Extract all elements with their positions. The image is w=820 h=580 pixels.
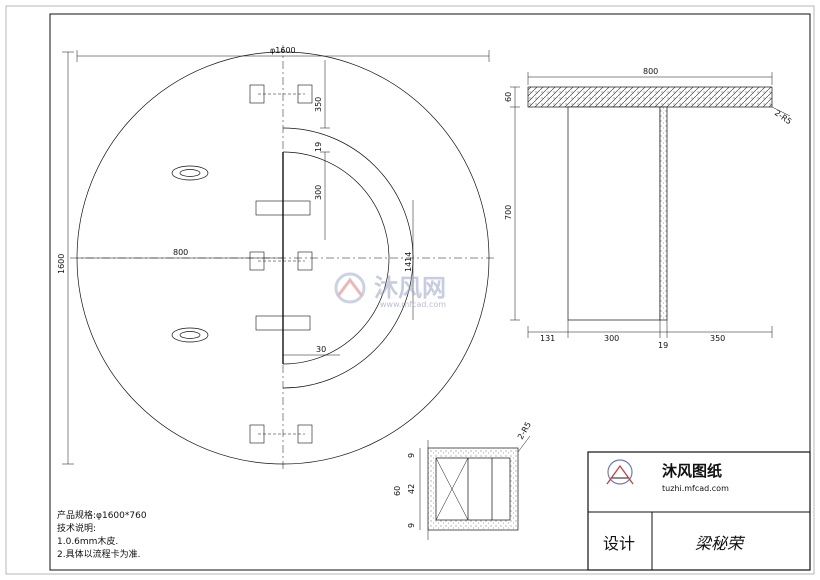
design-label: 设计 [603,534,636,553]
detail-dim-9-top: 9 [407,453,416,458]
side-dim-131: 131 [540,334,555,343]
dim-350: 350 [314,97,323,112]
top-view [62,45,496,470]
side-dim-700: 700 [504,205,513,220]
side-dim-19: 19 [658,341,668,350]
note-heading: 技术说明: [57,524,97,534]
brand-name: 沐风图纸 [662,462,723,480]
side-view [510,72,791,338]
brand-logo [606,459,634,485]
grommet-top [171,165,209,181]
side-dim-800: 800 [643,67,658,76]
base-inner-arc [282,151,390,365]
dim-arc-1414: 1414 [404,252,413,272]
grommet-bottom [171,327,209,343]
side-dim-350: 350 [710,334,725,343]
detail-dim-42: 42 [407,484,416,494]
note-line-1: 1.0.6mm木皮. [57,537,119,547]
detail-view [419,435,531,540]
side-dim-60: 60 [504,92,513,102]
dim-30: 30 [316,345,326,354]
dim-diameter: φ1600 [270,46,296,55]
watermark-logo [334,272,366,304]
brand-url: tuzhi.mfcad.com [662,484,729,493]
designer-name: 梁秘荣 [695,534,744,553]
watermark-url: www.mfcad.com [380,300,446,309]
inner-border [49,13,811,571]
dim-radius-800: 800 [173,248,188,257]
side-body [567,106,661,321]
side-panel [659,106,668,321]
detail-dim-60: 60 [393,486,402,496]
outer-border [5,5,815,575]
watermark-text: 沐风网 [374,274,446,302]
side-dim-300: 300 [604,334,619,343]
side-dim-edge: 2-R5 [773,108,793,126]
detail-inner [435,457,511,521]
side-top-panel [527,86,773,108]
detail-dim-9-bottom: 9 [407,523,416,528]
title-block [587,451,811,571]
fitting-plates [249,84,313,444]
detail-dim-edge: 2-R5 [516,420,533,441]
note-line-2: 2.具体以流程卡为准. [57,550,141,560]
dim-300: 300 [314,185,323,200]
dim-19: 19 [314,142,323,152]
note-spec: 产品规格:φ1600*760 [57,511,147,521]
dim-height-1600: 1600 [57,254,66,274]
